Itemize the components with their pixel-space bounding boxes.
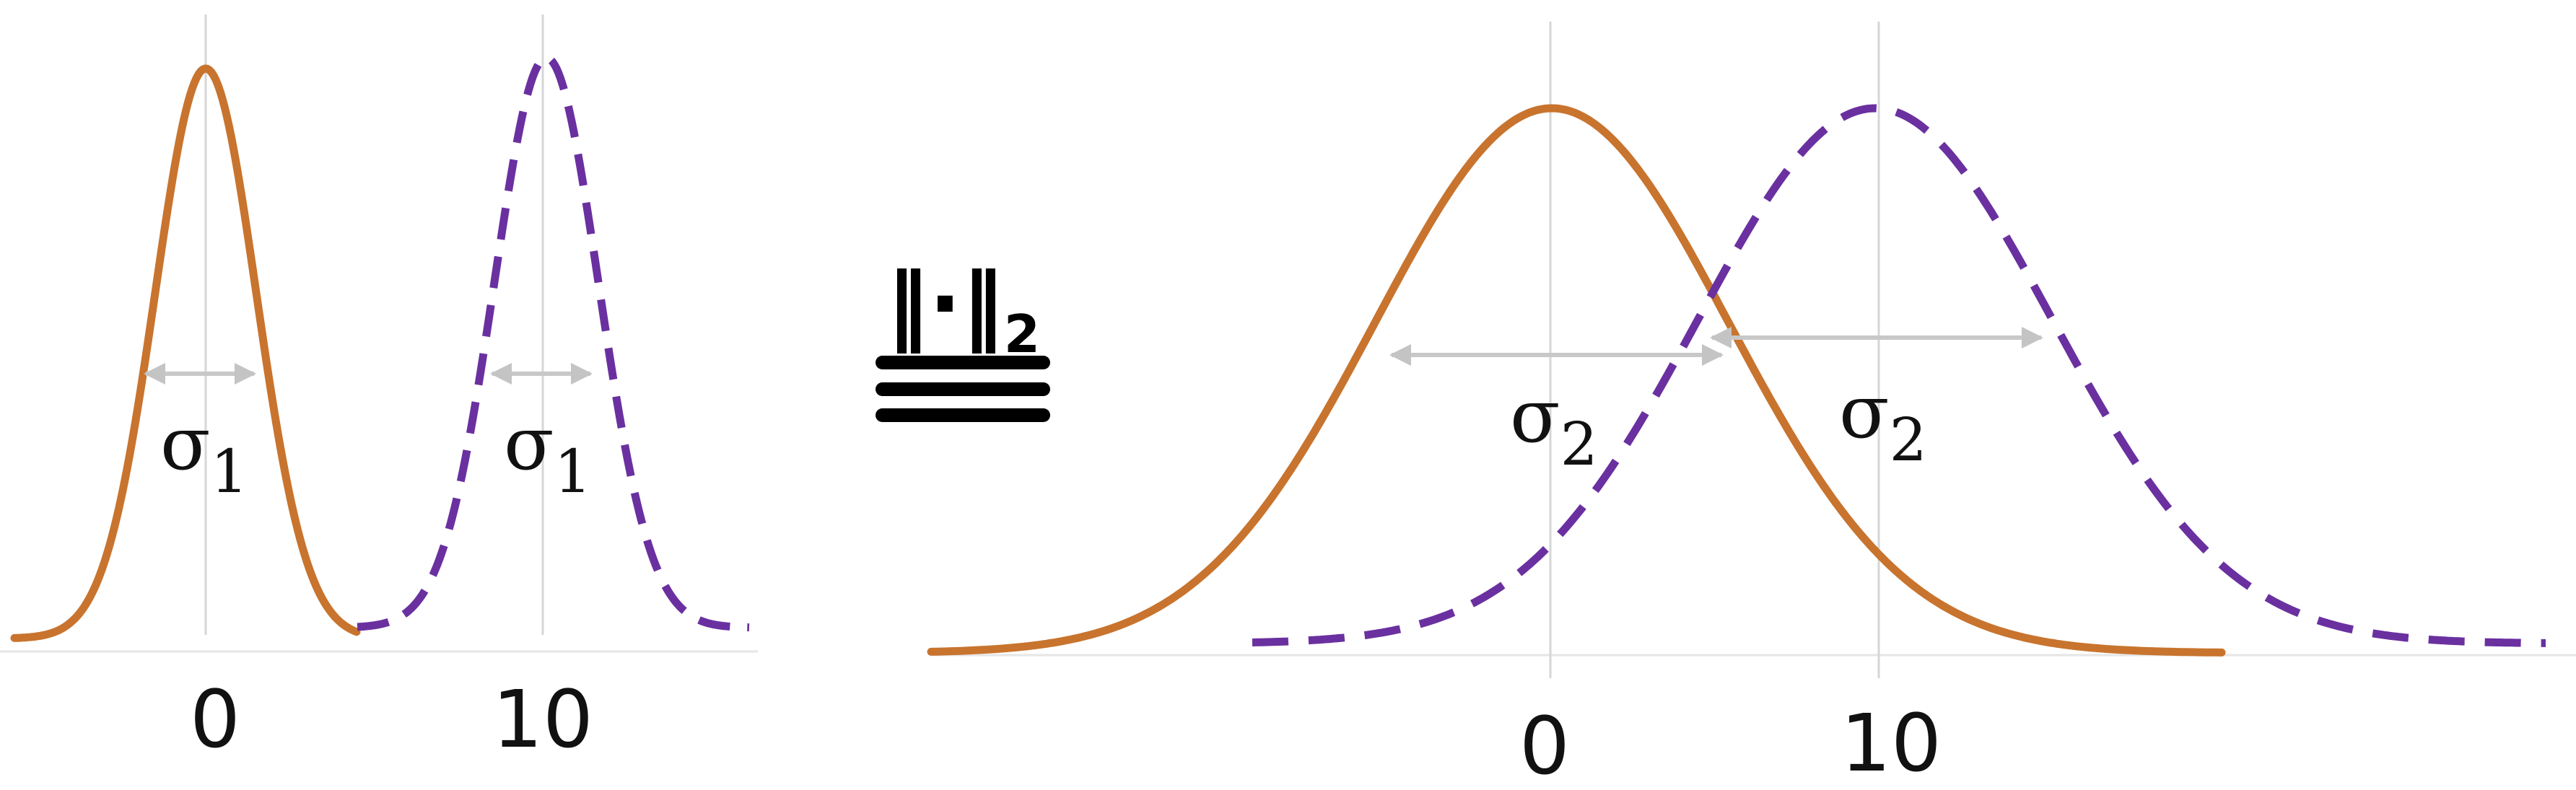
right-solid-gaussian xyxy=(927,104,2226,657)
left-tick-label-0: 0 xyxy=(190,673,240,765)
equivalence-operator: ‖·‖2 xyxy=(876,254,1050,422)
left-tick-label-10: 10 xyxy=(492,673,593,765)
equivalence-bar-bottom xyxy=(876,408,1050,422)
equivalence-bar-top xyxy=(876,356,1050,369)
right-dashed-gaussian xyxy=(1252,104,2546,647)
left-panel: σ1 σ1 0 10 xyxy=(0,14,758,765)
left-dashed-gaussian xyxy=(357,53,750,632)
right-tick-label-10: 10 xyxy=(1841,697,1942,789)
l2-norm-symbol: ‖·‖2 xyxy=(886,254,1040,364)
right-dashed-sigma-label: σ2 xyxy=(1839,369,1927,475)
right-tick-label-0: 0 xyxy=(1519,700,1570,790)
left-dashed-sigma-label: σ1 xyxy=(504,401,592,506)
equivalence-bar-middle xyxy=(876,382,1050,396)
right-panel: σ2 σ2 0 10 xyxy=(927,22,2576,790)
right-solid-sigma-label: σ2 xyxy=(1510,374,1598,479)
left-solid-gaussian xyxy=(10,64,361,642)
left-solid-sigma-label: σ1 xyxy=(160,401,248,506)
